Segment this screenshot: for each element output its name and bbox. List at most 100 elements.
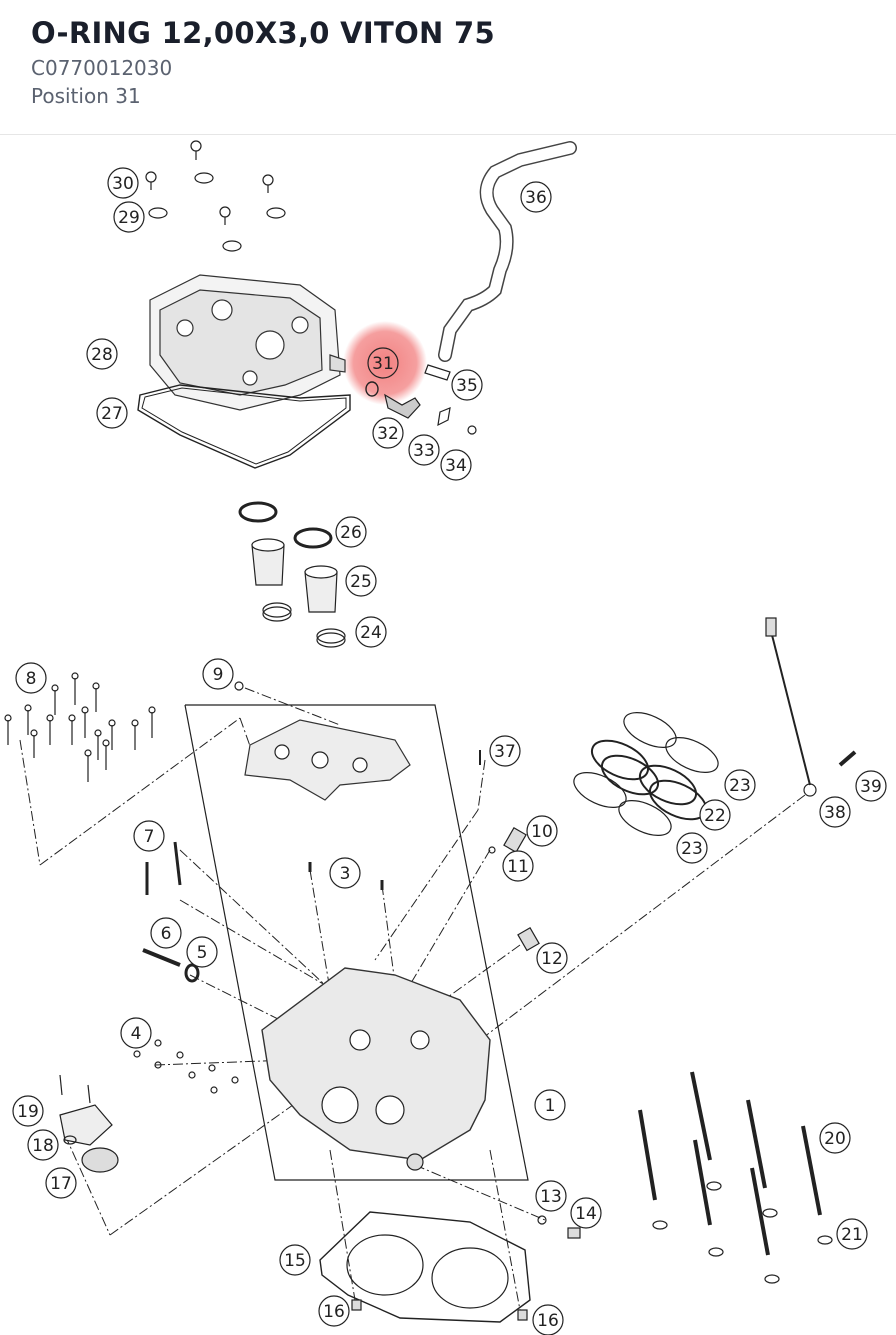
callout-6[interactable]: 6 <box>150 917 182 949</box>
seal-26a <box>238 501 278 523</box>
sensor-10 <box>503 827 527 853</box>
callout-label: 7 <box>144 827 155 847</box>
callout-37[interactable]: 37 <box>489 735 521 767</box>
callout-5[interactable]: 5 <box>186 936 218 968</box>
callout-label: 21 <box>841 1225 863 1245</box>
callout-label: 8 <box>26 669 37 689</box>
breather-fitting-32 <box>384 393 421 419</box>
callout-36[interactable]: 36 <box>520 181 552 213</box>
intake-boots <box>573 712 719 836</box>
callout-32[interactable]: 32 <box>372 417 404 449</box>
callout-19[interactable]: 19 <box>12 1095 44 1127</box>
callout-39[interactable]: 39 <box>855 770 887 802</box>
callout-label: 1 <box>545 1096 556 1116</box>
callout-label: 36 <box>525 188 547 208</box>
callout-8[interactable]: 8 <box>15 662 47 694</box>
callout-23[interactable]: 23 <box>676 832 708 864</box>
screw-39 <box>838 750 857 767</box>
callout-30[interactable]: 30 <box>107 167 139 199</box>
callout-label: 27 <box>101 404 123 424</box>
callout-17[interactable]: 17 <box>45 1167 77 1199</box>
callout-label: 23 <box>681 839 703 859</box>
part-position: Position 31 <box>31 84 141 108</box>
callout-25[interactable]: 25 <box>345 565 377 597</box>
callout-label: 3 <box>340 864 351 884</box>
callout-label: 34 <box>445 456 467 476</box>
callout-16[interactable]: 16 <box>318 1295 350 1327</box>
assembly-frame <box>184 704 529 1181</box>
callout-33[interactable]: 33 <box>408 434 440 466</box>
callout-label: 29 <box>118 208 140 228</box>
callout-18[interactable]: 18 <box>27 1129 59 1161</box>
callout-12[interactable]: 12 <box>536 942 568 974</box>
callout-label: 25 <box>350 572 372 592</box>
callout-label: 30 <box>112 174 134 194</box>
cover-fasteners <box>145 140 286 252</box>
seal-26b <box>293 527 333 549</box>
callout-label: 37 <box>494 742 516 762</box>
callout-label: 6 <box>161 924 172 944</box>
sensor-12 <box>517 927 540 952</box>
callout-label: 20 <box>824 1129 846 1149</box>
callout-23[interactable]: 23 <box>724 769 756 801</box>
callout-10[interactable]: 10 <box>526 815 558 847</box>
callout-13[interactable]: 13 <box>535 1180 567 1212</box>
valve-cover-gasket <box>137 384 351 469</box>
dowel-16a <box>351 1299 362 1311</box>
washer-13 <box>537 1215 547 1225</box>
callout-22[interactable]: 22 <box>699 799 731 831</box>
callout-16[interactable]: 16 <box>532 1304 564 1335</box>
o-ring-18 <box>63 1135 77 1145</box>
valve-cover <box>149 274 346 411</box>
washer-11 <box>488 846 496 854</box>
callout-label: 33 <box>413 441 435 461</box>
callout-29[interactable]: 29 <box>113 201 145 233</box>
callout-24[interactable]: 24 <box>355 616 387 648</box>
ring-24a <box>262 602 292 618</box>
cylinder-head <box>261 967 491 1161</box>
callout-34[interactable]: 34 <box>440 449 472 481</box>
screw-34 <box>467 425 477 435</box>
part-header: O-RING 12,00X3,0 VITON 75 C0770012030 Po… <box>0 0 896 135</box>
highlight-glow <box>343 321 427 405</box>
callout-26[interactable]: 26 <box>335 516 367 548</box>
callout-label: 14 <box>575 1204 597 1224</box>
bolt-6 <box>142 948 181 967</box>
callout-27[interactable]: 27 <box>96 397 128 429</box>
callout-11[interactable]: 11 <box>502 850 534 882</box>
callout-9[interactable]: 9 <box>202 658 234 690</box>
plug-14 <box>567 1227 581 1239</box>
callout-28[interactable]: 28 <box>86 338 118 370</box>
callout-label: 32 <box>377 424 399 444</box>
thermostat-housing-19 <box>59 1104 113 1146</box>
dowel-16b <box>517 1309 528 1321</box>
callout-35[interactable]: 35 <box>451 369 483 401</box>
callout-21[interactable]: 21 <box>836 1218 868 1250</box>
callout-7[interactable]: 7 <box>133 820 165 852</box>
callout-label: 39 <box>860 777 882 797</box>
head-gasket <box>319 1211 531 1323</box>
clip-33 <box>437 407 451 427</box>
callout-31[interactable]: 31 <box>367 347 399 379</box>
callout-label: 15 <box>284 1251 306 1271</box>
callout-label: 16 <box>537 1311 559 1331</box>
callout-label: 4 <box>131 1024 142 1044</box>
callout-3[interactable]: 3 <box>329 857 361 889</box>
callout-label: 11 <box>507 857 529 877</box>
callout-label: 5 <box>197 943 208 963</box>
callout-1[interactable]: 1 <box>534 1089 566 1121</box>
sleeve-35 <box>424 364 451 381</box>
callout-label: 16 <box>323 1302 345 1322</box>
part-number: C0770012030 <box>31 56 173 80</box>
callout-15[interactable]: 15 <box>279 1244 311 1276</box>
callout-label: 26 <box>340 523 362 543</box>
o-ring-31 <box>365 381 379 397</box>
seal-5 <box>184 963 200 983</box>
callout-label: 18 <box>32 1136 54 1156</box>
callout-20[interactable]: 20 <box>819 1122 851 1154</box>
callout-label: 19 <box>17 1102 39 1122</box>
callout-14[interactable]: 14 <box>570 1197 602 1229</box>
callout-label: 17 <box>50 1174 72 1194</box>
callout-38[interactable]: 38 <box>819 796 851 828</box>
callout-4[interactable]: 4 <box>120 1017 152 1049</box>
